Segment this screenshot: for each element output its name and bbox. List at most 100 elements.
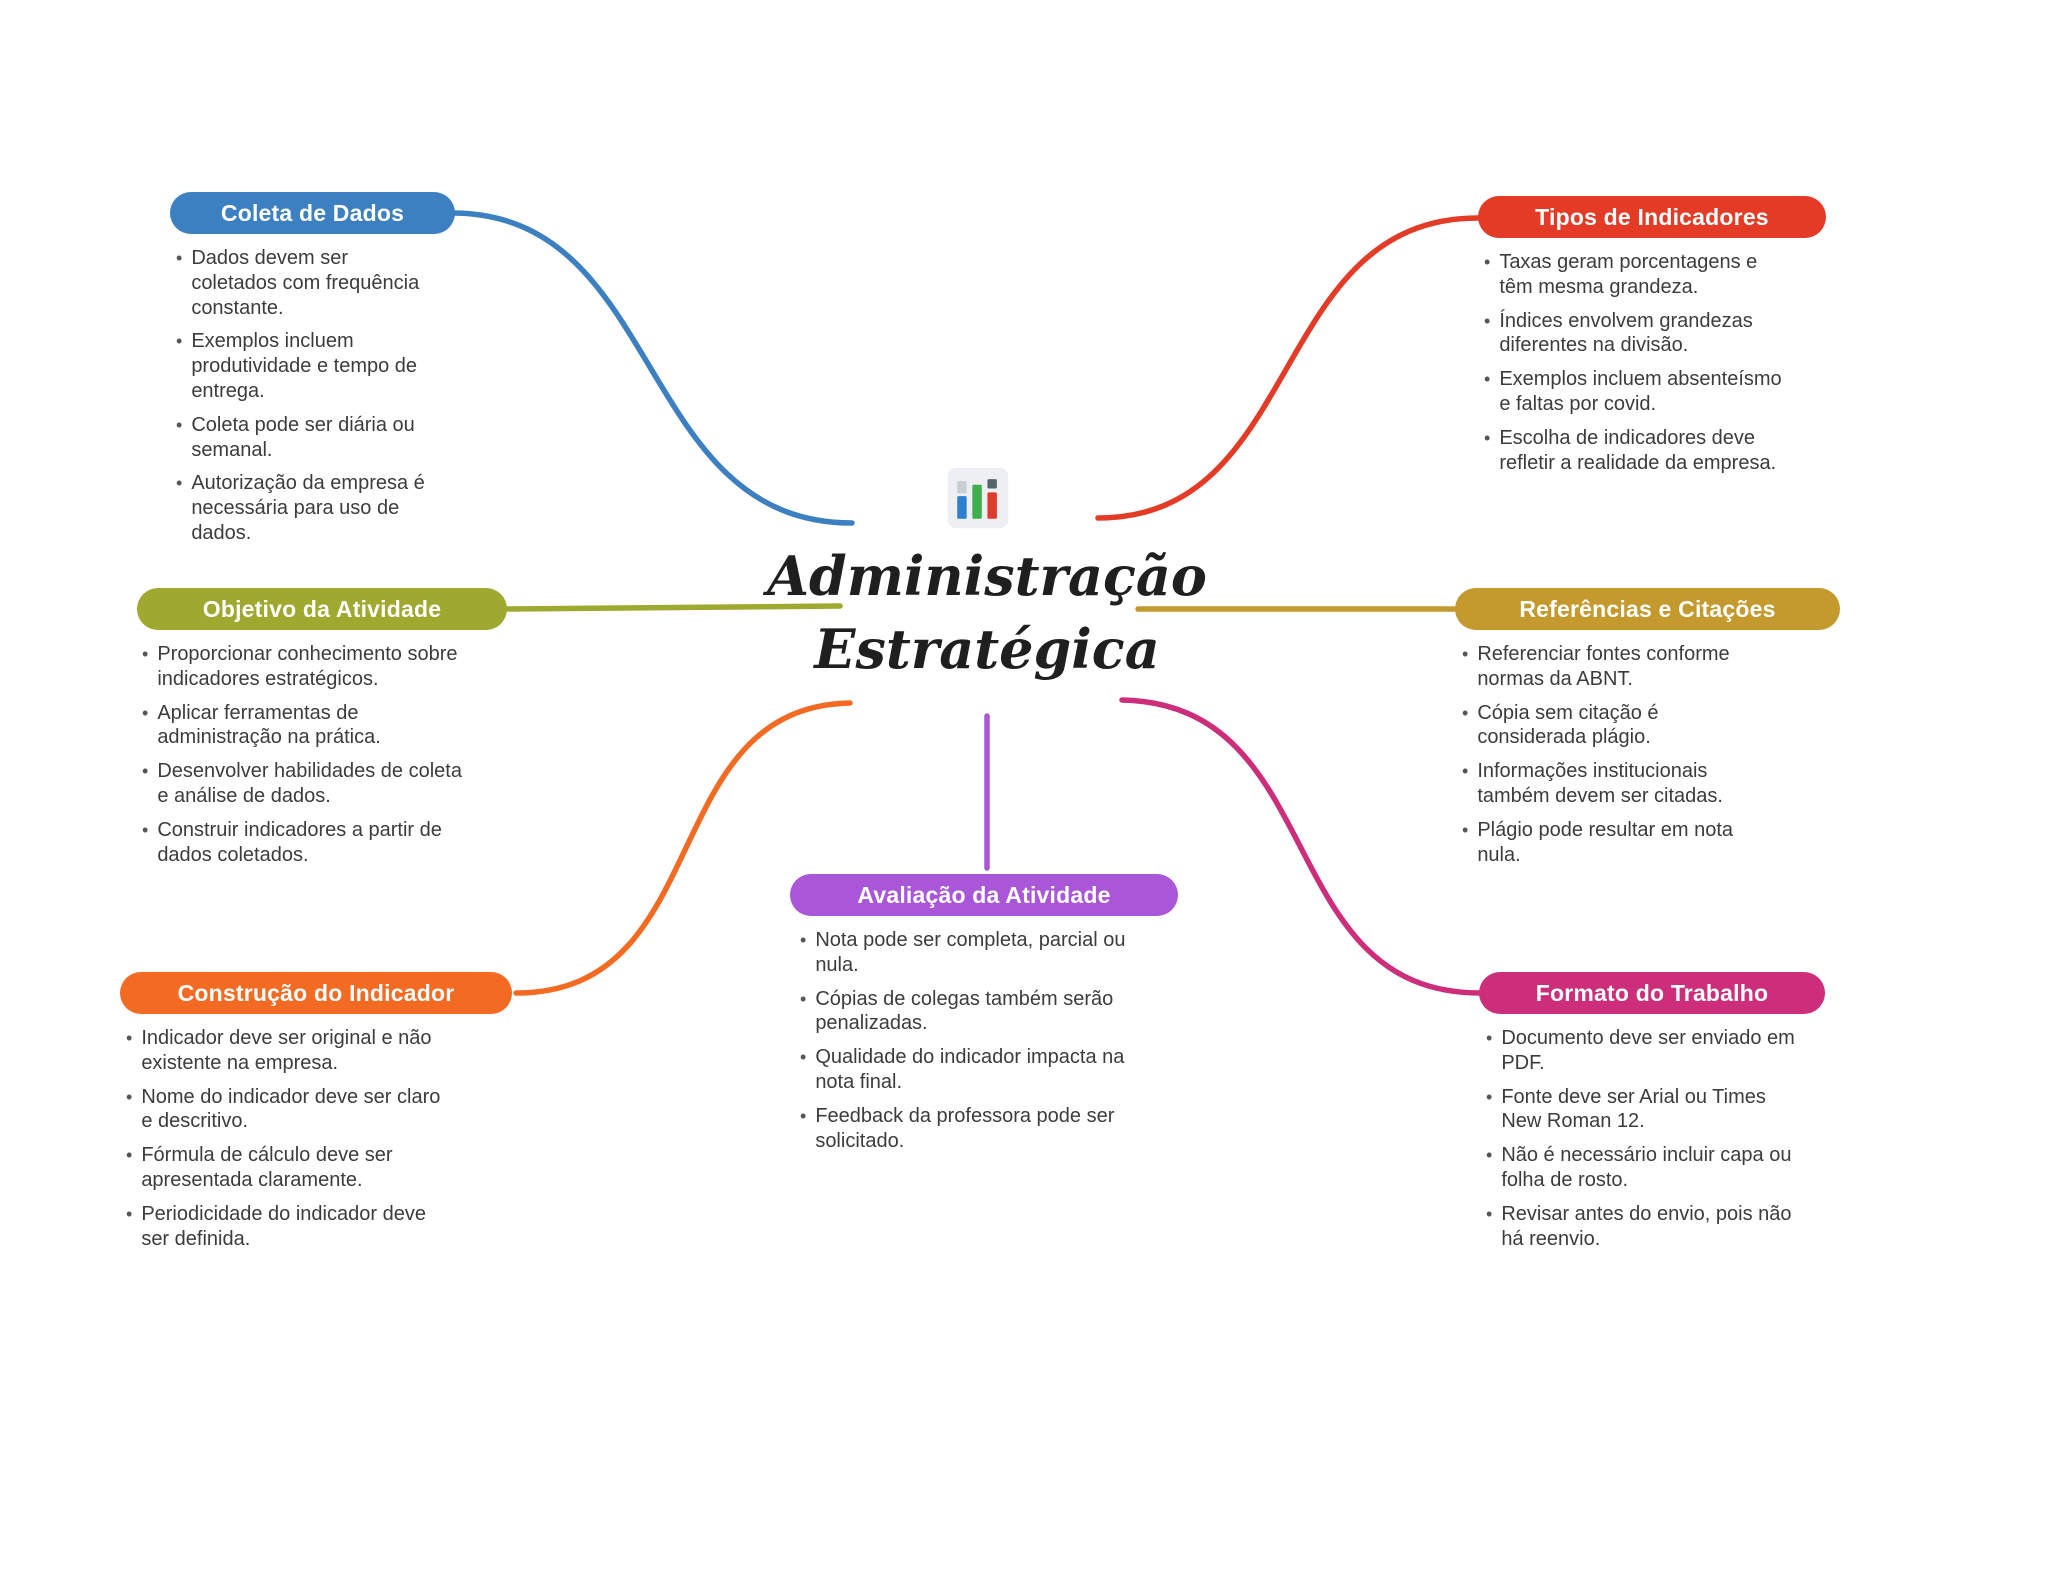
central-topic[interactable]: Administração Estratégica <box>757 540 1217 686</box>
bullet-text: Exemplos incluem absenteísmo e faltas po… <box>1499 368 1782 415</box>
node-title: Formato do Trabalho <box>1535 979 1769 1006</box>
bullet-dot: • <box>1486 1028 1493 1048</box>
bullet-text: Desenvolver habilidades de coleta e anál… <box>157 760 462 807</box>
bullet-list-avaliacao-da-atividade: • Nota pode ser completa, parcial ou nula… <box>800 928 1130 1162</box>
bullet-text: Escolha de indicadores deve refletir a r… <box>1499 426 1777 474</box>
bullet-dot: • <box>126 1086 133 1107</box>
list-item: •Fórmula de cálculo deve ser apresentada… <box>126 1143 446 1193</box>
bullet-text: Construir indicadores a partir de dados … <box>157 818 442 866</box>
bullet-list-tipos-de-indicadores: • Taxas geram porcentagens e têm mesma gr… <box>1484 250 1794 484</box>
list-item: • Periodicidade do indicador deve ser def… <box>126 1202 446 1252</box>
node-pill-tipos-de-indicadores[interactable]: Tipos de Indicadores <box>1478 196 1826 238</box>
bullet-text: Coleta pode ser diária ou semanal. <box>191 413 415 461</box>
node-pill-formato-do-trabalho[interactable]: Formato do Trabalho <box>1479 972 1825 1014</box>
bullet-list-construcao-do-indicador: • Indicador deve ser original e não exist… <box>126 1026 446 1260</box>
bullet-text: Cópias de colegas também serão penalizad… <box>815 987 1114 1035</box>
list-item: •Revisar antes do envio, pois não há ree… <box>1486 1202 1806 1252</box>
list-item: • Nome do indicador deve ser claro e desc… <box>126 1085 446 1135</box>
node-pill-avaliacao-da-atividade[interactable]: Avaliação da Atividade <box>790 874 1178 916</box>
bullet-text: Taxas geram porcentagens e têm mesma gra… <box>1499 251 1758 298</box>
node-pill-construcao-do-indicador[interactable]: Construção do Indicador <box>120 972 512 1014</box>
list-item: • Cópia sem citação é considerada plágio. <box>1462 701 1772 751</box>
bullet-dot: • <box>126 1203 133 1224</box>
list-item: • Referenciar fontes conforme normas da A… <box>1462 642 1772 692</box>
bullet-dot: • <box>176 473 183 494</box>
node-title: Tipos de Indicadores <box>1535 203 1769 230</box>
bullet-dot: • <box>800 988 807 1009</box>
list-item: •Taxas geram porcentagens e têm mesma gr… <box>1484 250 1794 300</box>
bullet-dot: • <box>1462 702 1469 723</box>
bullet-text: Dados devem ser coletados com frequência… <box>191 247 420 319</box>
central-topic-line1: Administração <box>767 544 1207 608</box>
bullet-dot: • <box>176 414 183 435</box>
list-item: • Informações institucionais também devem… <box>1462 759 1772 809</box>
bullet-list-referencias-e-citacoes: • Referenciar fontes conforme normas da A… <box>1462 642 1772 876</box>
bullet-text: Cópia sem citação é considerada plágio. <box>1477 701 1659 749</box>
bullet-dot: • <box>1486 1086 1493 1107</box>
bullet-dot: • <box>142 761 149 782</box>
bullet-text: Plágio pode resultar em nota nula. <box>1477 818 1734 866</box>
list-item: • Exemplos incluem produtividade e tempo … <box>176 329 434 403</box>
list-item: •Plágio pode resultar em nota nula. <box>1462 818 1772 868</box>
list-item: • Autorização da empresa é necessária par… <box>176 471 434 545</box>
bullet-text: Não é necessário incluir capa ou folha d… <box>1501 1144 1792 1191</box>
bullet-dot: • <box>176 331 183 352</box>
node-pill-coleta-de-dados[interactable]: Coleta de Dados <box>170 192 455 234</box>
central-topic-line2: Estratégica <box>814 616 1160 681</box>
bullet-text: Nome do indicador deve ser claro e descr… <box>141 1085 441 1133</box>
bullet-text: Índices envolvem grandezas diferentes na… <box>1499 309 1753 357</box>
list-item: •Qualidade do indicador impacta na nota … <box>800 1045 1130 1095</box>
list-item: • Índices envolvem grandezas diferentes n… <box>1484 309 1794 359</box>
node-pill-referencias-e-citacoes[interactable]: Referências e Citações <box>1455 588 1840 630</box>
list-item: • Documento deve ser enviado em PDF. <box>1486 1026 1806 1076</box>
bullet-text: Qualidade do indicador impacta na nota f… <box>815 1046 1125 1093</box>
node-title: Referências e Citações <box>1519 595 1776 622</box>
bullet-dot: • <box>800 1105 807 1126</box>
bullet-text: Nota pode ser completa, parcial ou nula. <box>815 929 1126 976</box>
list-item: •Nota pode ser completa, parcial ou nula… <box>800 928 1130 978</box>
connector-tipos-de-indicadores <box>1095 215 1481 521</box>
bullet-list-formato-do-trabalho: • Documento deve ser enviado em PDF. • Fon… <box>1486 1026 1806 1260</box>
node-title: Avaliação da Atividade <box>857 881 1111 908</box>
list-item: • Não é necessário incluir capa ou folha … <box>1486 1143 1806 1193</box>
bullet-dot: • <box>142 644 149 664</box>
bullet-text: Autorização da empresa é necessária para… <box>191 472 425 544</box>
bullet-text: Feedback da professora pode ser solicita… <box>815 1104 1115 1152</box>
bullet-text: Referenciar fontes conforme normas da AB… <box>1477 643 1730 690</box>
node-title: Coleta de Dados <box>220 199 405 226</box>
bullet-list-coleta-de-dados: • Dados devem ser coletados com frequênci… <box>176 246 434 555</box>
connector-coleta-de-dados <box>449 210 855 526</box>
bullet-dot: • <box>142 819 149 840</box>
bullet-list-objetivo-da-atividade: • Proporcionar conhecimento sobre indicad… <box>142 642 472 876</box>
node-pill-objetivo-da-atividade[interactable]: Objetivo da Atividade <box>137 588 507 630</box>
bullet-dot: • <box>126 1145 133 1166</box>
list-item: • Escolha de indicadores deve refletir a … <box>1484 426 1794 476</box>
bar-chart-icon <box>947 467 1009 529</box>
list-item: •Exemplos incluem absenteísmo e faltas p… <box>1484 367 1794 417</box>
bullet-dot: • <box>1486 1145 1493 1166</box>
bullet-dot: • <box>1462 761 1469 782</box>
list-item: • Feedback da professora pode ser solicit… <box>800 1104 1130 1154</box>
bullet-text: Indicador deve ser original e não existe… <box>141 1027 432 1074</box>
bullet-text: Revisar antes do envio, pois não há reen… <box>1501 1202 1792 1250</box>
bullet-dot: • <box>176 248 183 268</box>
bullet-text: Periodicidade do indicador deve ser defi… <box>141 1202 426 1250</box>
connector-formato-do-trabalho <box>1119 697 1483 996</box>
bullet-dot: • <box>1484 427 1491 448</box>
bullet-text: Exemplos incluem produtividade e tempo d… <box>191 330 418 402</box>
list-item: • Proporcionar conhecimento sobre indicad… <box>142 642 472 692</box>
list-item: • Desenvolver habilidades de coleta e aná… <box>142 759 472 809</box>
bullet-dot: • <box>126 1028 133 1048</box>
list-item: •Aplicar ferramentas de administração na… <box>142 701 472 751</box>
bullet-text: Fonte deve ser Arial ou Times New Roman … <box>1501 1085 1766 1133</box>
node-title: Objetivo da Atividade <box>202 595 442 622</box>
bullet-text: Documento deve ser enviado em PDF. <box>1501 1027 1795 1074</box>
list-item: • Construir indicadores a partir de dados… <box>142 818 472 868</box>
bullet-text: Proporcionar conhecimento sobre indicado… <box>157 643 458 690</box>
bullet-dot: • <box>1484 310 1491 331</box>
bullet-text: Informações institucionais também devem … <box>1477 760 1723 807</box>
bullet-dot: • <box>1462 644 1469 664</box>
list-item: • Dados devem ser coletados com frequênci… <box>176 246 434 320</box>
list-item: • Cópias de colegas também serão penaliza… <box>800 987 1130 1037</box>
